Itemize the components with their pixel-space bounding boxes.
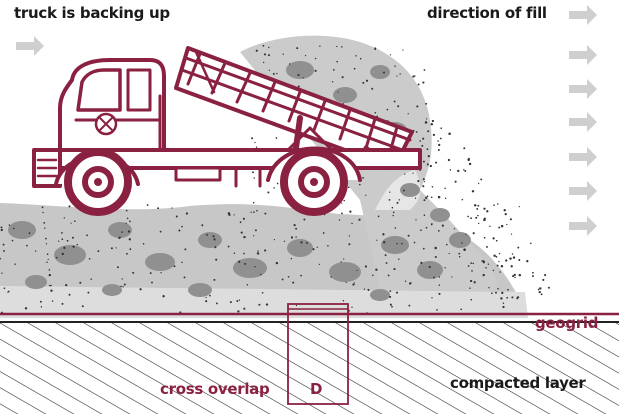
compacted-layer-hatching: [0, 322, 619, 414]
truck-backing-label: truck is backing up: [14, 4, 170, 22]
rear-wheel: [284, 152, 344, 212]
direction-of-fill-label: direction of fill: [427, 4, 547, 22]
compacted-layer-label: compacted layer: [450, 374, 586, 392]
arrow-right-icon: [16, 36, 44, 56]
arrow-right-icon: [569, 216, 597, 236]
arrow-right-icon: [569, 181, 597, 201]
geogrid-label: geogrid: [535, 314, 598, 332]
arrow-right-icon: [569, 45, 597, 65]
cross-overlap-label: cross overlap: [160, 380, 269, 398]
arrow-right-icon: [569, 147, 597, 167]
front-wheel: [68, 152, 128, 212]
overlap-dimension-label: D: [310, 380, 322, 398]
arrow-right-icon: [569, 5, 597, 25]
arrow-right-icon: [569, 79, 597, 99]
fill-direction-arrows: [569, 5, 597, 236]
arrow-right-icon: [569, 112, 597, 132]
